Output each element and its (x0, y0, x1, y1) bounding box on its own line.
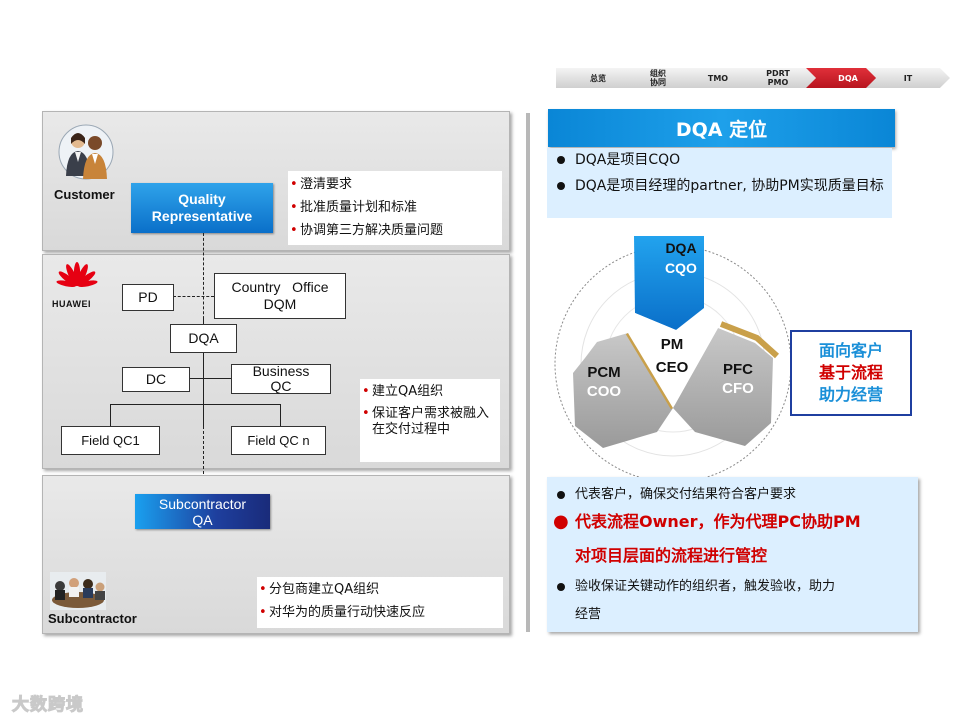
top-bullet-2: DQA是项目经理的partner, 协助PM实现质量目标 (547, 170, 892, 196)
customer-bullet-3: 协调第三方解决质量问题 (288, 219, 502, 242)
pm-label: PM (661, 336, 684, 353)
dqa-title-bar: DQA 定位 (548, 109, 895, 147)
pcm-label: PCM (587, 364, 620, 381)
side-line-2: 基于流程 (818, 363, 883, 382)
role-diagram: DQA CQO PM CEO PCM COO PFC CFO (554, 236, 792, 480)
coo-label: COO (587, 383, 622, 400)
subcontractor-bullet-2: 对华为的质量行动快速反应 (257, 601, 503, 624)
huawei-logo-text: HUAWEI (52, 299, 91, 309)
customer-label: Customer (54, 187, 115, 202)
vertical-divider (526, 113, 530, 632)
field-qc1-drop (110, 404, 111, 426)
side-line-1: 面向客户 (818, 341, 883, 360)
subcontractor-bullet-1: 分包商建立QA组织 (257, 578, 503, 601)
cfo-label: CFO (722, 380, 754, 397)
dqa-title-text: DQA 定位 (675, 118, 768, 141)
business-qc-box[interactable]: Business QC (231, 364, 331, 394)
subcontractor-meeting-icon (50, 572, 106, 610)
field-qcn-drop (280, 404, 281, 426)
business-line: Business (252, 363, 310, 379)
huawei-bullets: 建立QA组织 保证客户需求被融入在交付过程中 (360, 379, 500, 462)
resp-bullet-2: ● 代表流程Owner，作为代理PC协助PM 对项目层面的流程进行管控 (547, 505, 918, 573)
nav-step-dqa[interactable]: DQA (806, 68, 890, 88)
nav-step-overview[interactable]: 总览 (556, 68, 640, 88)
dqa-responsibilities: 代表客户，确保交付结果符合客户要求 ● 代表流程Owner，作为代理PC协助PM… (547, 477, 918, 632)
resp-bullet-2-line1: 代表流程Owner，作为代理PC协助PM (575, 512, 861, 531)
customer-process-box: 面向客户 基于流程 助力经营 (790, 330, 912, 416)
resp-bullet-3: 验收保证关键动作的组织者，触发验收，助力 经营 (547, 573, 918, 629)
dqa-top-bullets: DQA是项目CQO DQA是项目经理的partner, 协助PM实现质量目标 (547, 148, 892, 218)
pd-box[interactable]: PD (122, 284, 174, 311)
dqm-line: DQM (263, 296, 297, 312)
country-office-dqm-box[interactable]: Country Office DQM (214, 273, 346, 319)
nav-step-pdrt-pmo[interactable]: PDRT PMO (736, 68, 820, 88)
qr-line2: Representative (151, 208, 253, 224)
country-office-line: Country Office (231, 279, 329, 295)
resp-bullet-3-line2: 经营 (575, 607, 602, 622)
nav-step-it[interactable]: IT (866, 68, 950, 88)
sub-qa-line2: QA (192, 512, 213, 528)
subcontractor-link-dashed (203, 426, 204, 494)
huawei-logo-icon (56, 262, 98, 287)
dqa-segment (634, 236, 704, 330)
pm-center (628, 313, 718, 408)
customer-people-icon (58, 124, 114, 180)
top-bullet-1: DQA是项目CQO (547, 150, 892, 170)
dqa-box[interactable]: DQA (170, 324, 237, 353)
cqo-label: CQO (665, 260, 697, 276)
watermark: 大数跨境 (12, 695, 84, 716)
field-qc1-box[interactable]: Field QC1 (61, 426, 160, 455)
huawei-bullet-1: 建立QA组织 (360, 380, 500, 403)
pfc-label: PFC (723, 361, 753, 378)
dc-connector (189, 378, 203, 379)
subcontractor-bullets: 分包商建立QA组织 对华为的质量行动快速反应 (257, 577, 503, 628)
pfc-segment (673, 328, 773, 446)
customer-bullet-2: 批准质量计划和标准 (288, 196, 502, 219)
huawei-bullet-2: 保证客户需求被融入在交付过程中 (360, 403, 500, 438)
nav-step-tmo[interactable]: TMO (676, 68, 760, 88)
subcontractor-qa-box[interactable]: Subcontractor QA (135, 494, 270, 529)
quality-representative-box[interactable]: Quality Representative (131, 183, 273, 233)
ceo-label: CEO (656, 359, 689, 376)
resp-bullet-1: 代表客户，确保交付结果符合客户要求 (547, 485, 918, 505)
pd-connector-dashed (173, 296, 214, 297)
sub-qa-line1: Subcontractor (158, 496, 247, 512)
side-line-3: 助力经营 (818, 385, 883, 404)
customer-link-dashed (203, 233, 204, 324)
field-qcn-box[interactable]: Field QC n (231, 426, 326, 455)
qr-line1: Quality (178, 191, 226, 207)
resp-bullet-2-dot: ● (553, 511, 569, 532)
dc-box[interactable]: DC (122, 367, 190, 392)
qc-line: QC (270, 378, 292, 394)
dqa-trunk-line (203, 352, 204, 426)
resp-bullet-3-line1: 验收保证关键动作的组织者，触发验收，助力 (575, 579, 836, 594)
pcm-segment (573, 333, 673, 448)
business-qc-connector (203, 378, 231, 379)
pfc-gold-edge (719, 321, 780, 359)
subcontractor-label: Subcontractor (48, 611, 137, 626)
customer-bullet-1: 澄清要求 (288, 173, 502, 196)
nav-step-org-collab[interactable]: 组织 协同 (616, 68, 700, 88)
customer-bullets: 澄清要求 批准质量计划和标准 协调第三方解决质量问题 (288, 171, 502, 245)
resp-bullet-2-line2: 对项目层面的流程进行管控 (575, 546, 768, 565)
field-qc-branch-line (110, 404, 281, 405)
dqa-label: DQA (665, 240, 696, 256)
